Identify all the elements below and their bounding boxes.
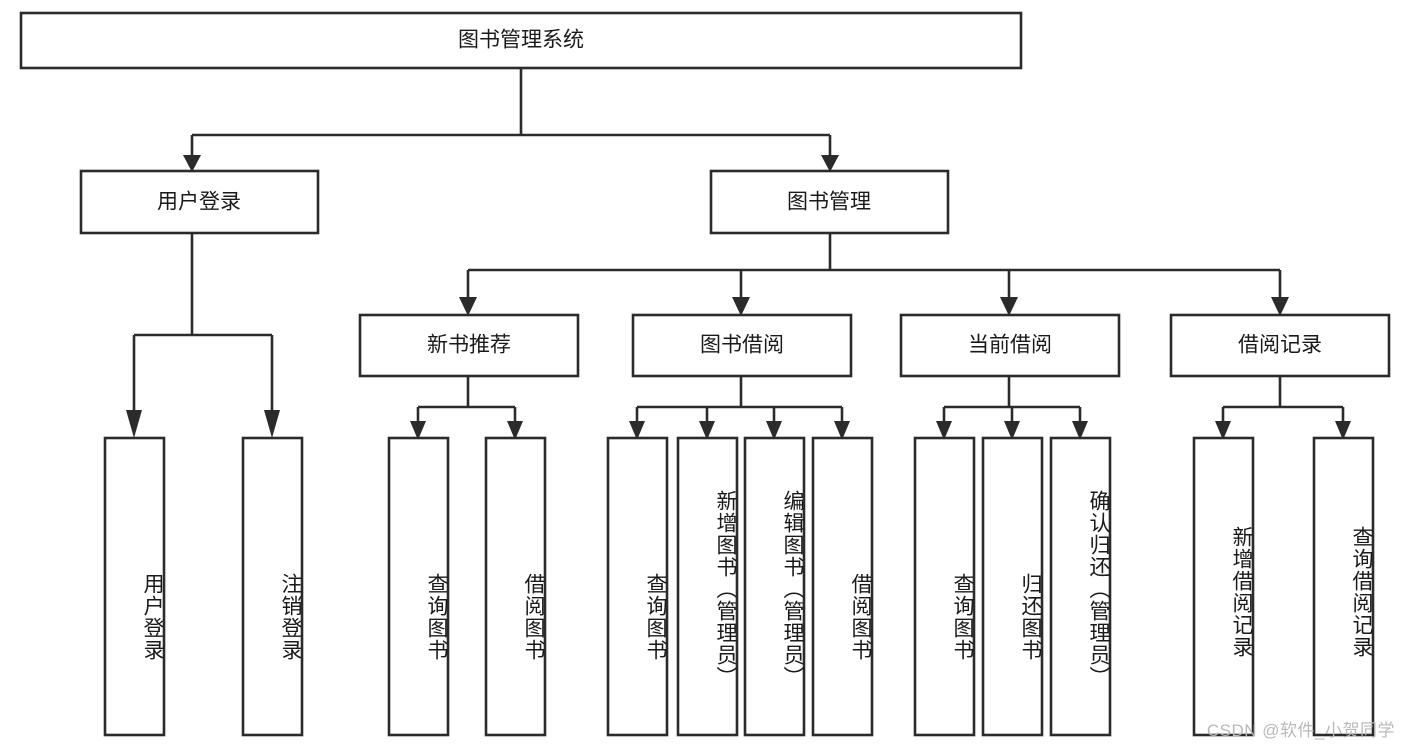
arrow-icon-new-book [459, 297, 477, 316]
arrow-icon-bb-leaf-2 [699, 421, 715, 440]
arrow-icon-book-borrow [732, 297, 750, 316]
node-new-book-recommend-label: 新书推荐 [427, 334, 511, 357]
arrow-icon-cb-leaf-2 [1004, 421, 1020, 440]
node-leaf-br-query-record[interactable] [1312, 436, 1375, 737]
node-leaf-user-login[interactable] [103, 436, 166, 737]
node-group: 图书管理系统 用户登录 图书管理 新书推荐 图书借阅 当前借阅 借阅记录 [19, 11, 1391, 737]
node-root[interactable] [19, 11, 1023, 70]
node-book-manage[interactable] [709, 169, 950, 235]
node-book-manage-label: 图书管理 [787, 191, 871, 214]
node-borrow-record-label: 借阅记录 [1238, 334, 1322, 357]
node-current-borrow[interactable] [899, 313, 1121, 378]
node-leaf-nb-query-book[interactable] [387, 436, 450, 737]
node-user-login-label: 用户登录 [157, 191, 241, 214]
node-leaf-cb-return-book[interactable] [981, 436, 1044, 737]
node-leaf-bb-add-book[interactable] [676, 436, 739, 737]
arrow-icon-borrow-record [1271, 297, 1289, 316]
node-leaf-nb-borrow-book[interactable] [484, 436, 547, 737]
node-root-label: 图书管理系统 [458, 29, 584, 52]
node-user-login[interactable] [79, 169, 320, 235]
node-leaf-cb-query-book[interactable] [913, 436, 976, 737]
arrowhead-group [126, 155, 1351, 440]
node-leaf-bb-borrow-book[interactable] [811, 436, 874, 737]
connector-group [132, 69, 1345, 422]
node-book-borrow-label: 图书借阅 [700, 334, 784, 357]
node-book-borrow[interactable] [631, 313, 853, 378]
arrow-icon-leaf-user-login [126, 410, 142, 438]
node-leaf-cb-confirm-return[interactable] [1049, 436, 1112, 737]
arrow-icon-bb-leaf-1 [629, 421, 645, 440]
arrow-icon-bb-leaf-3 [766, 421, 782, 440]
arrow-icon-bb-leaf-4 [834, 421, 850, 440]
arrow-icon-br-leaf-2 [1335, 421, 1351, 440]
arrow-icon-cb-leaf-3 [1072, 421, 1088, 440]
arrow-icon-nb-leaf-2 [507, 421, 523, 440]
arrow-icon-cb-leaf-1 [936, 421, 952, 440]
arrow-icon-book-manage [821, 155, 839, 172]
node-leaf-logout[interactable] [241, 436, 304, 737]
arrow-icon-br-leaf-1 [1215, 421, 1231, 440]
node-leaf-br-add-record[interactable] [1192, 436, 1255, 737]
node-leaf-bb-edit-book[interactable] [743, 436, 806, 737]
node-new-book-recommend[interactable] [358, 313, 580, 378]
watermark-text: CSDN @软件_小贺同学 [1206, 721, 1395, 740]
node-borrow-record[interactable] [1169, 313, 1391, 378]
node-leaf-bb-query-book[interactable] [606, 436, 669, 737]
arrow-icon-user-login [183, 155, 201, 172]
node-current-borrow-label: 当前借阅 [968, 334, 1052, 357]
arrow-icon-current-borrow [1000, 297, 1018, 316]
arrow-icon-leaf-logout [264, 410, 280, 438]
arrow-icon-nb-leaf-1 [410, 421, 426, 440]
